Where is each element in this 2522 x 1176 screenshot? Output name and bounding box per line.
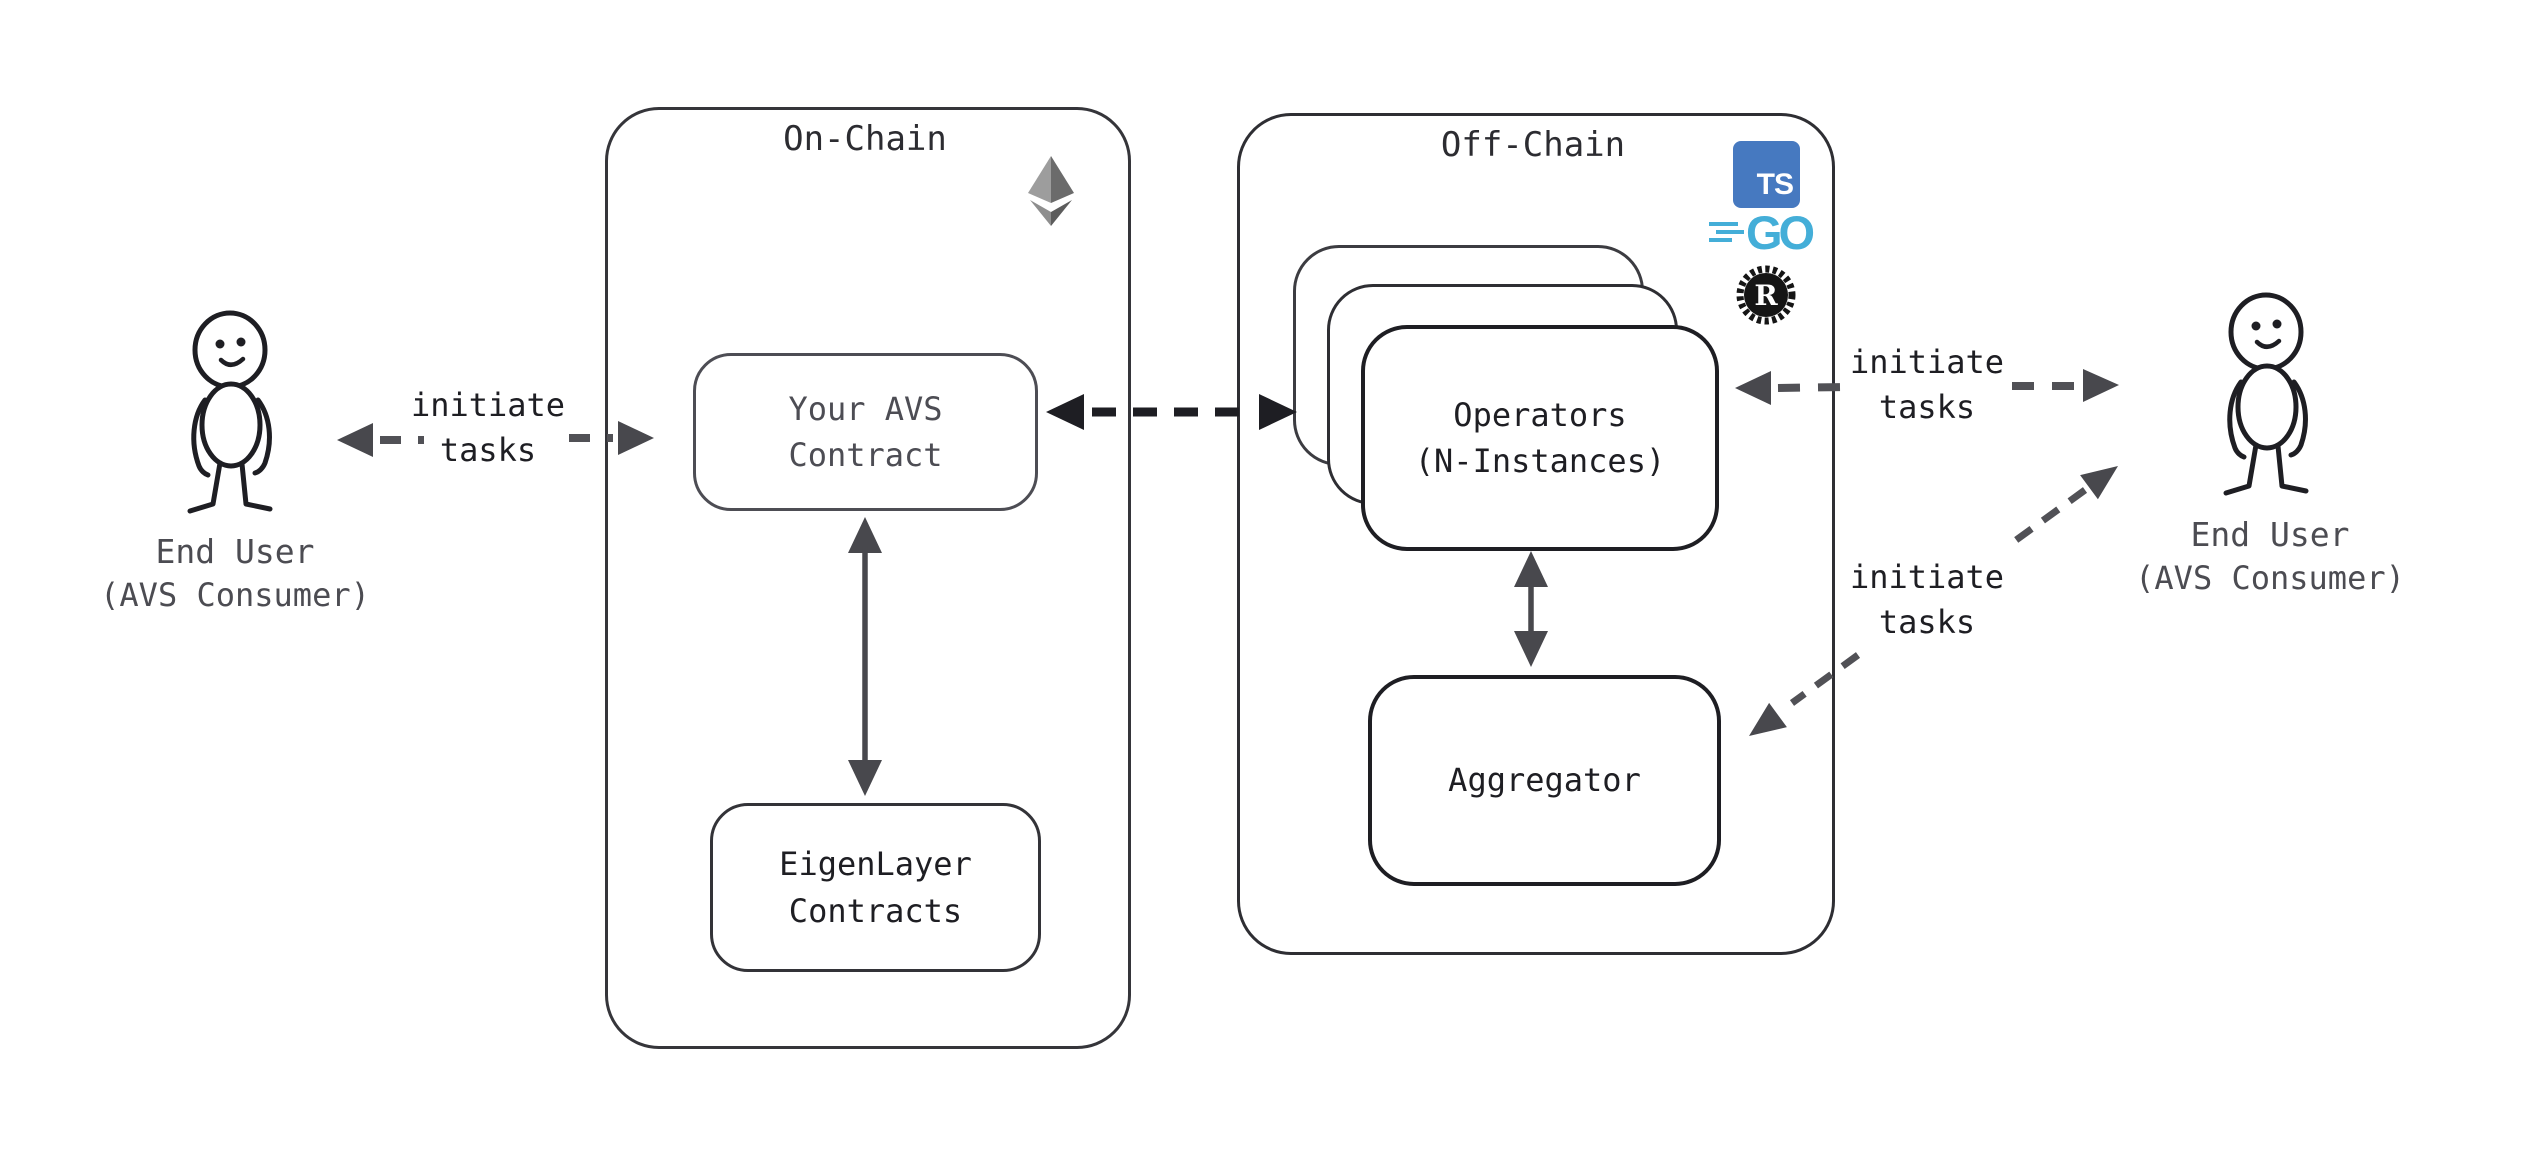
initiate-tasks-left-label: initiate tasks — [410, 386, 566, 469]
end-user-right-figure — [2223, 292, 2309, 496]
aggregator-label: Aggregator — [1448, 761, 1641, 800]
your-avs-contract-label: Your AVS Contract — [788, 389, 943, 474]
initiate-tasks-right-top-label: initiate tasks — [1849, 343, 2005, 426]
operators-box-front: Operators (N-Instances) — [1361, 325, 1719, 551]
aggregator-box: Aggregator — [1368, 675, 1721, 886]
typescript-icon: TS — [1733, 141, 1800, 208]
off-chain-container — [1237, 113, 1835, 955]
on-chain-title: On-Chain — [783, 119, 947, 159]
eigenlayer-contracts-label: EigenLayer Contracts — [779, 845, 972, 930]
go-icon: GO — [1706, 208, 1818, 256]
end-user-right-label: End User (AVS Consumer) — [2135, 515, 2405, 597]
end-user-left-label: End User (AVS Consumer) — [100, 532, 370, 614]
your-avs-contract-box: Your AVS Contract — [693, 353, 1038, 511]
end-user-left-figure — [187, 310, 273, 514]
initiate-tasks-right-diagonal-label: initiate tasks — [1849, 558, 2005, 641]
rust-icon: R — [1736, 265, 1796, 325]
operators-label: Operators (N-Instances) — [1414, 395, 1666, 480]
go-speed-lines — [1709, 222, 1744, 242]
eigenlayer-contracts-box: EigenLayer Contracts — [710, 803, 1041, 972]
off-chain-title: Off-Chain — [1440, 125, 1626, 165]
svg-text:R: R — [1754, 279, 1778, 312]
on-chain-container — [605, 107, 1131, 1049]
